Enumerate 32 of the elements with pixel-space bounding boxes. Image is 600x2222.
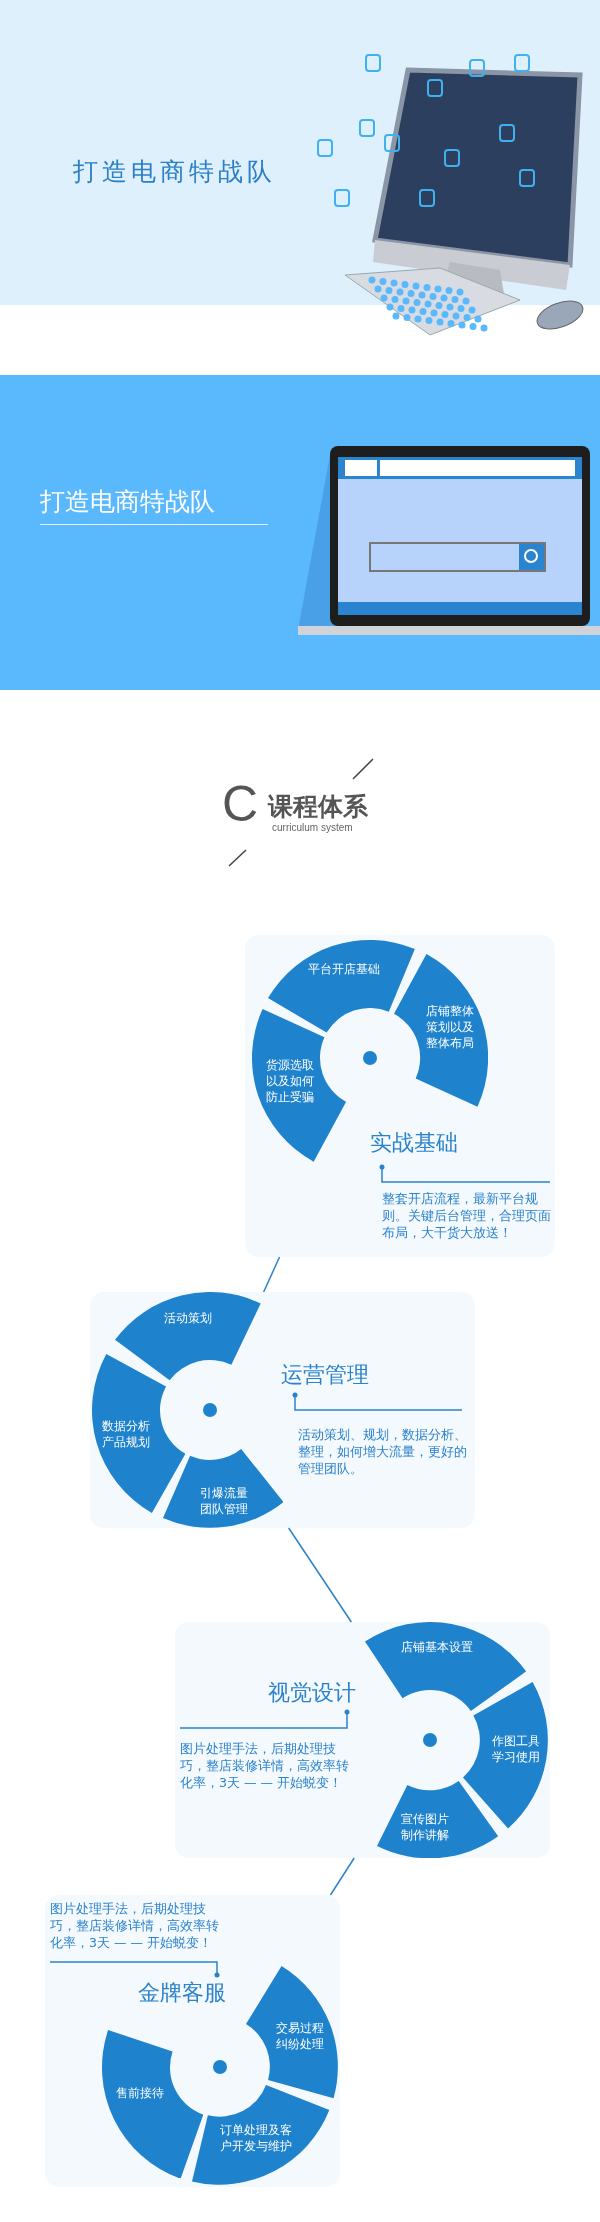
module-panel: [245, 935, 555, 1257]
ring-segment: 宣传图片制作讲解: [377, 1780, 499, 1858]
section-subtitle: curriculum system: [272, 822, 353, 833]
connector-line: [262, 1256, 281, 1293]
ring-segment: 售前接待: [102, 2029, 204, 2179]
module-description: 图片处理手法，后期处理技巧，整店装修详情，高效率转化率，3天 — — 开始蜕变！: [50, 1900, 220, 1951]
connector-line: [287, 1527, 353, 1623]
module-heading: 视觉设计: [268, 1680, 356, 1706]
module-heading: 实战基础: [370, 1130, 458, 1156]
ring-segment: 店铺基本设置: [364, 1622, 527, 1711]
ring-segment: 店铺整体策划以及整体布局: [393, 954, 488, 1107]
ring-segment: 货源选取以及如何防止受骗: [252, 1009, 347, 1162]
ring-segment: 数据分析产品规划: [92, 1353, 186, 1513]
ring-segment: 平台开店基础: [268, 940, 416, 1033]
ring-segment: 活动策划: [115, 1292, 261, 1381]
ring-segment: 交易过程纠纷处理: [246, 1966, 338, 2099]
connector-line: [329, 1857, 355, 1896]
module-panel: [45, 1895, 340, 2187]
module-heading: 金牌客服: [138, 1980, 226, 2006]
ring-segment: 订单处理及客户开发与维护: [192, 2085, 330, 2185]
section-title: 课程体系: [268, 791, 368, 823]
ring-segment: 作图工具学习使用: [463, 1681, 548, 1829]
module-description: 整套开店流程，最新平台规则。关键后台管理，合理页面布局，大干货大放送！: [382, 1190, 552, 1241]
module-panel: [90, 1292, 475, 1528]
module-description: 活动策划、规划，数据分析、整理，如何增大流量，更好的管理团队。: [298, 1426, 468, 1477]
module-panel: [175, 1622, 550, 1858]
banner-subtitle: 打造电商特战队: [40, 485, 268, 525]
section-letter: C: [222, 778, 259, 830]
module-description: 图片处理手法，后期处理技巧，整店装修详情，高效率转化率，3天 — — 开始蜕变！: [180, 1740, 350, 1791]
ring-segment: 引爆流量团队管理: [162, 1449, 284, 1528]
module-heading: 运营管理: [281, 1362, 369, 1388]
banner-subtitle: 打造电商特战队: [73, 156, 276, 188]
